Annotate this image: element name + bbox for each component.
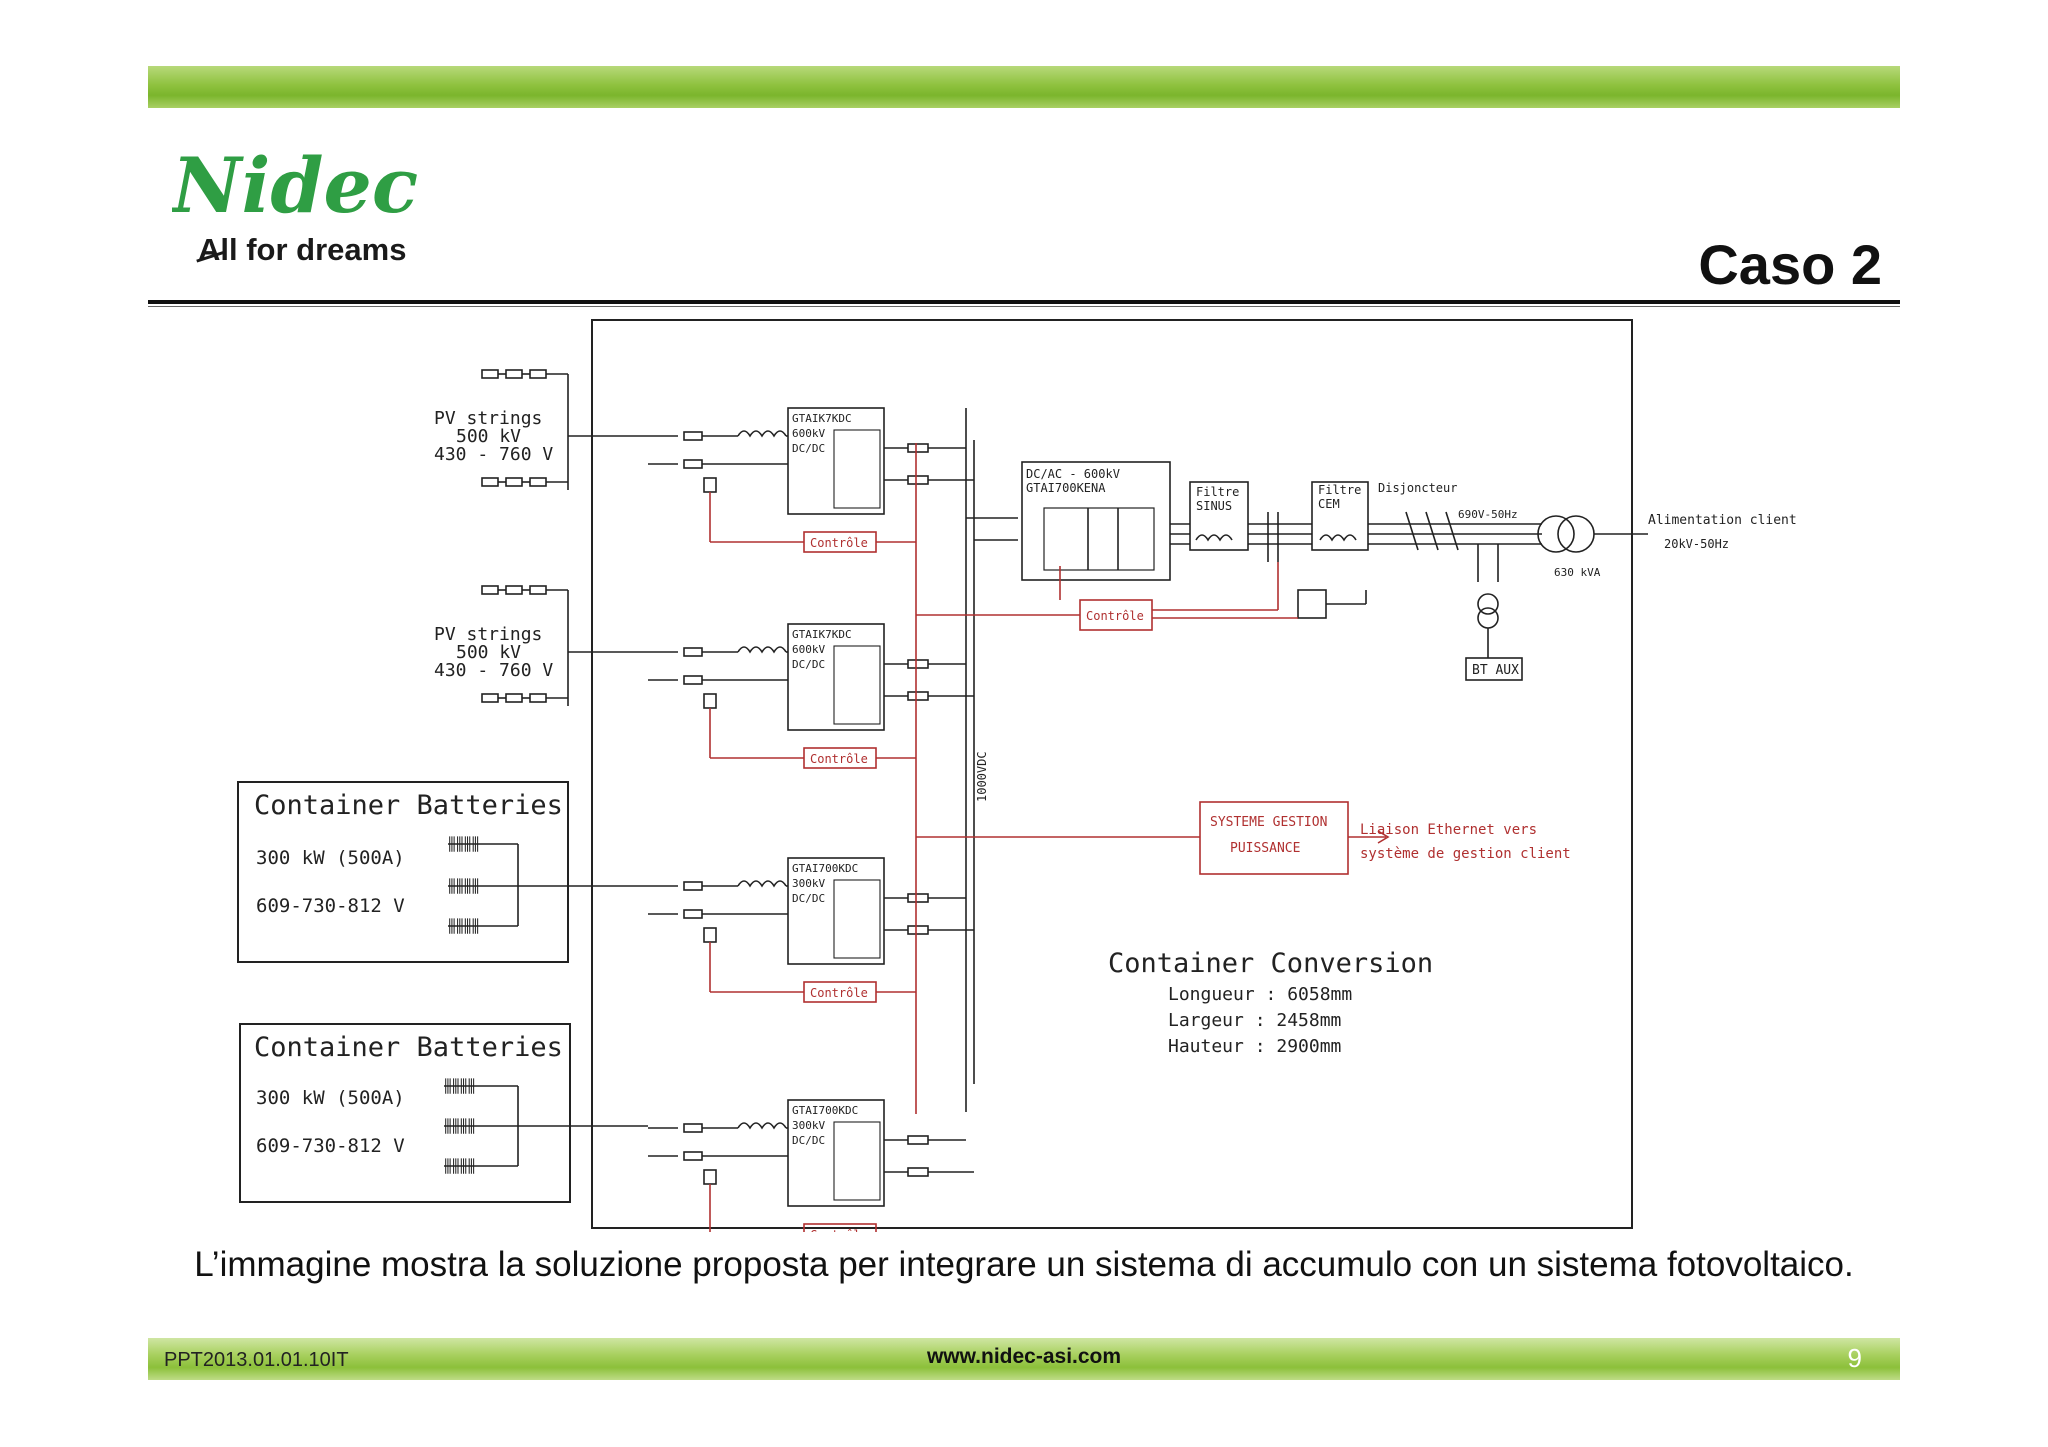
converter-block — [787, 623, 885, 731]
pv-strings-2 — [481, 585, 648, 706]
converter-3-label-3: DC/DC — [792, 892, 825, 905]
converter-4-label-2: 300kV — [792, 1119, 825, 1132]
footer-page-number: 9 — [1847, 1343, 1862, 1373]
system-diagram: GTAIK7KDC600kVDC/DCContrôleGTAIK7KDC600k… — [237, 319, 1797, 1232]
converter-2-label-3: DC/DC — [792, 658, 825, 671]
converter-1-label-1: GTAIK7KDC — [792, 412, 852, 425]
pv-strings-1 — [481, 369, 648, 490]
pv1-voltage: 430 - 760 V — [434, 444, 553, 465]
converter-row-4: GTAI700KDC 300kV DC/DC Contrôle — [648, 1099, 974, 1232]
filtre-cem-label-2: CEM — [1318, 497, 1340, 511]
header-green-bar — [148, 66, 1900, 108]
converter-3-label-1: GTAI700KDC — [792, 862, 858, 875]
battery2-cell-3: ⫼⫼⫼⫼ — [444, 1157, 475, 1177]
systeme-label-1: SYSTEME GESTION — [1210, 815, 1327, 830]
converter-block — [787, 857, 885, 965]
bt-aux-label: BT AUX — [1472, 663, 1519, 678]
conversion-container-frame — [591, 319, 1633, 1229]
conversion-longueur: Longueur : 6058mm — [1168, 984, 1352, 1005]
dc-bus-label: 1000VDC — [975, 751, 989, 802]
converter-2-control-label: Contrôle — [810, 752, 868, 766]
footer-doc-code: PPT2013.01.01.10IT — [164, 1349, 349, 1371]
pv2-voltage: 430 - 760 V — [434, 660, 553, 681]
battery-cells-1 — [448, 843, 648, 927]
pv2-label: PV strings — [434, 624, 542, 645]
page-title: Caso 2 — [1698, 233, 1882, 296]
client-feed-label-1: Alimentation client — [1648, 513, 1797, 528]
converter-1-label-3: DC/DC — [792, 442, 825, 455]
battery-container-1 — [237, 781, 569, 963]
transformer-primary — [1537, 515, 1575, 553]
conversion-hauteur: Hauteur : 2900mm — [1168, 1036, 1341, 1057]
converter-3-control-label: Contrôle — [810, 986, 868, 1000]
converter-4-label-3: DC/DC — [792, 1134, 825, 1147]
battery2-cell-1: ⫼⫼⫼⫼ — [444, 1077, 475, 1097]
converter-2-label-2: 600kV — [792, 643, 825, 656]
footer-url[interactable]: www.nidec-asi.com — [926, 1345, 1122, 1368]
converter-2-label-1: GTAIK7KDC — [792, 628, 852, 641]
converter-row-2: GTAIK7KDC 600kV DC/DC Contrôle — [648, 623, 974, 769]
inverter-block — [1021, 461, 1171, 581]
client-feed-label-2: 20kV-50Hz — [1664, 537, 1729, 551]
battery1-voltage: 609-730-812 V — [256, 895, 405, 917]
filtre-sinus-label-2: SINUS — [1196, 499, 1232, 513]
pv2-power: 500 kV — [456, 642, 521, 663]
battery2-voltage: 609-730-812 V — [256, 1135, 405, 1157]
converter-row-3: GTAI700KDC 300kV DC/DC Contrôle — [648, 857, 974, 1003]
inverter-control-label: Contrôle — [1086, 609, 1144, 623]
filtre-sinus-block — [1189, 481, 1249, 551]
converter-4-label-1: GTAI700KDC — [792, 1104, 858, 1117]
systeme-label-2: PUISSANCE — [1230, 841, 1300, 856]
battery-container-2 — [239, 1023, 571, 1203]
header-divider-thin — [148, 306, 1900, 307]
battery2-power: 300 kW (500A) — [256, 1087, 405, 1109]
ethernet-label-1: Liaison Ethernet vers — [1360, 822, 1537, 838]
filtre-sinus-label-1: Filtre — [1196, 485, 1239, 499]
battery1-cell-2: ⫼⫼⫼⫼ — [448, 877, 479, 897]
transformer-secondary — [1557, 515, 1595, 553]
battery1-title: Container Batteries — [254, 790, 563, 821]
footer-green-bar — [148, 1338, 1900, 1380]
ethernet-label-2: système de gestion client — [1360, 846, 1571, 862]
grid-voltage-label: 690V-50Hz — [1458, 508, 1518, 521]
converter-1-control-label: Contrôle — [810, 536, 868, 550]
converter-block — [787, 1099, 885, 1207]
converter-block — [787, 407, 885, 515]
battery2-cell-2: ⫼⫼⫼⫼ — [444, 1117, 475, 1137]
battery1-power: 300 kW (500A) — [256, 847, 405, 869]
nidec-logo: Nidec — [172, 150, 418, 220]
disjoncteur-label: Disjoncteur — [1378, 481, 1457, 495]
transformer-rating: 630 kVA — [1554, 566, 1601, 579]
systeme-gestion-box — [1199, 801, 1349, 875]
filtre-cem-block — [1311, 481, 1369, 551]
bt-aux-box — [1465, 657, 1523, 681]
inverter-label-1: DC/AC - 600kV — [1026, 467, 1120, 481]
battery1-cell-3: ⫼⫼⫼⫼ — [448, 917, 479, 937]
converter-row-1: GTAIK7KDC 600kV DC/DC Contrôle — [648, 407, 974, 553]
battery2-title: Container Batteries — [254, 1032, 563, 1063]
container-conversion-title: Container Conversion — [1108, 948, 1433, 979]
battery1-cell-1: ⫼⫼⫼⫼ — [448, 835, 479, 855]
converter-control-box — [803, 1223, 877, 1232]
pv1-power: 500 kV — [456, 426, 521, 447]
converter-1-label-2: 600kV — [792, 427, 825, 440]
converter-3-label-2: 300kV — [792, 877, 825, 890]
battery-cells-2 — [444, 1085, 648, 1167]
converter-4-control-label: Contrôle — [810, 1228, 868, 1232]
tagline: All for dreams — [198, 232, 407, 267]
slide-caption: L’immagine mostra la soluzione proposta … — [194, 1245, 1854, 1284]
pv1-label: PV strings — [434, 408, 542, 429]
filtre-cem-label-1: Filtre — [1318, 483, 1361, 497]
logo-wordmark: Nidec — [172, 150, 418, 220]
conversion-largeur: Largeur : 2458mm — [1168, 1010, 1341, 1031]
header-divider — [148, 300, 1900, 304]
inverter-label-2: GTAI700KENA — [1026, 481, 1106, 495]
